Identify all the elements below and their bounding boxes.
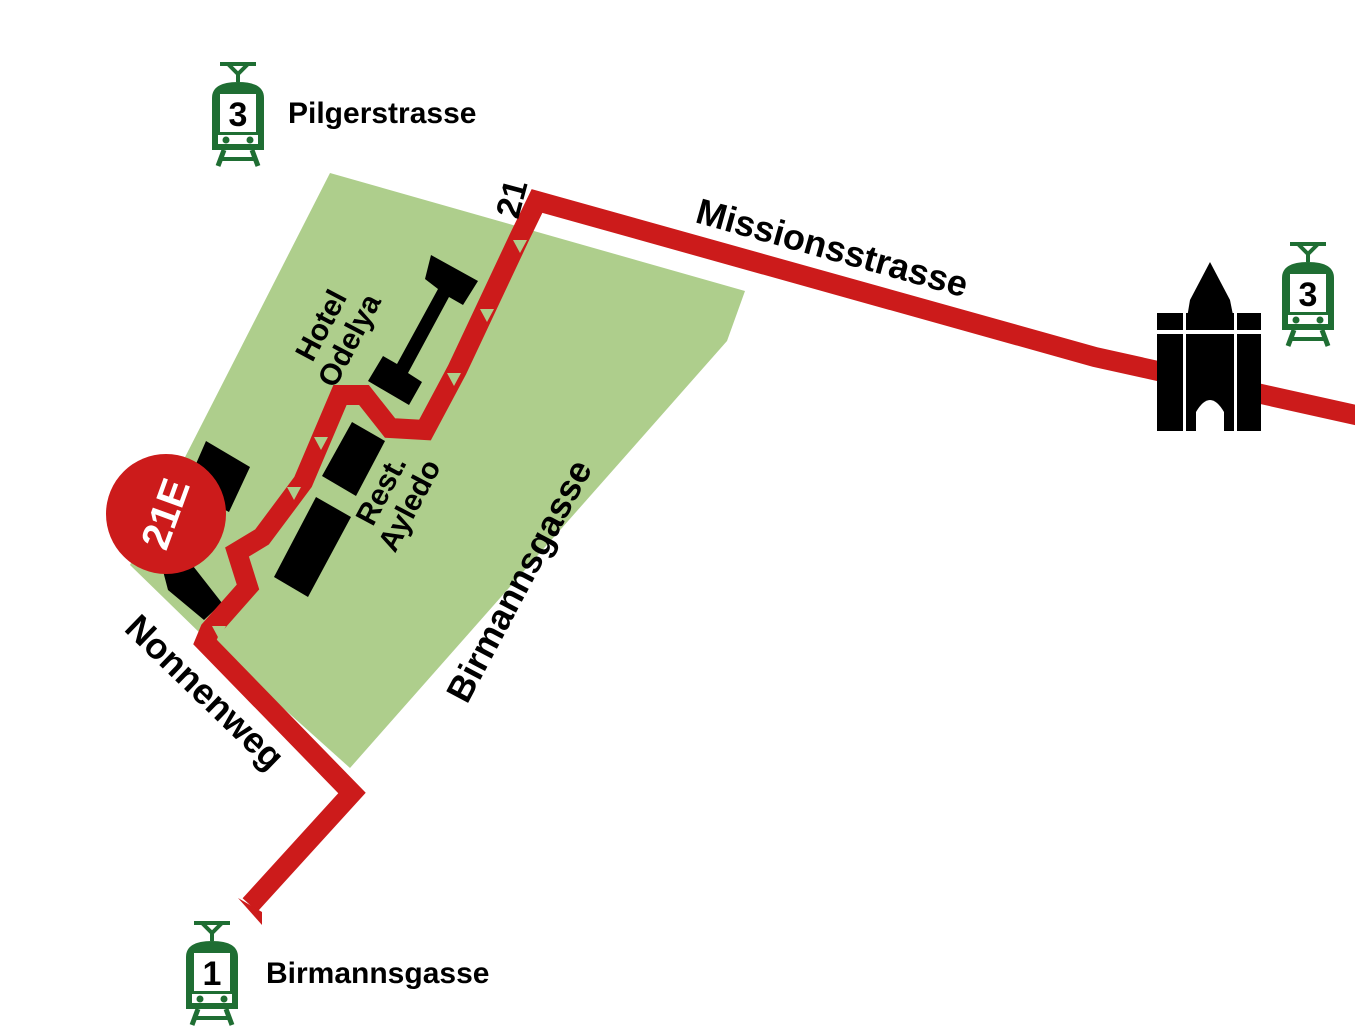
tram-stop-pilgerstrasse[interactable]: 3 Pilgerstrasse: [212, 64, 476, 166]
park-area: [130, 173, 745, 768]
route-direction-arrows: [212, 240, 527, 639]
route-line: [193, 189, 1355, 912]
hotel-building: [368, 255, 478, 405]
tram-line-number: 3: [1299, 276, 1318, 314]
tram-line-number: 3: [229, 96, 248, 134]
tram-stop-name: Birmannsgasse: [266, 957, 489, 990]
route-start-arrow: [238, 898, 262, 925]
tram-stop-birmannsgasse[interactable]: 1 Birmannsgasse: [186, 923, 489, 1025]
tram-stop-name: Pilgerstrasse: [288, 97, 476, 130]
tram-line-number: 1: [203, 955, 222, 993]
restaurant-building: [274, 422, 385, 597]
tram-stop-east[interactable]: 3: [1282, 244, 1334, 346]
entrance-badge[interactable]: 21E: [106, 454, 226, 574]
city-gate-icon: [1157, 262, 1261, 431]
